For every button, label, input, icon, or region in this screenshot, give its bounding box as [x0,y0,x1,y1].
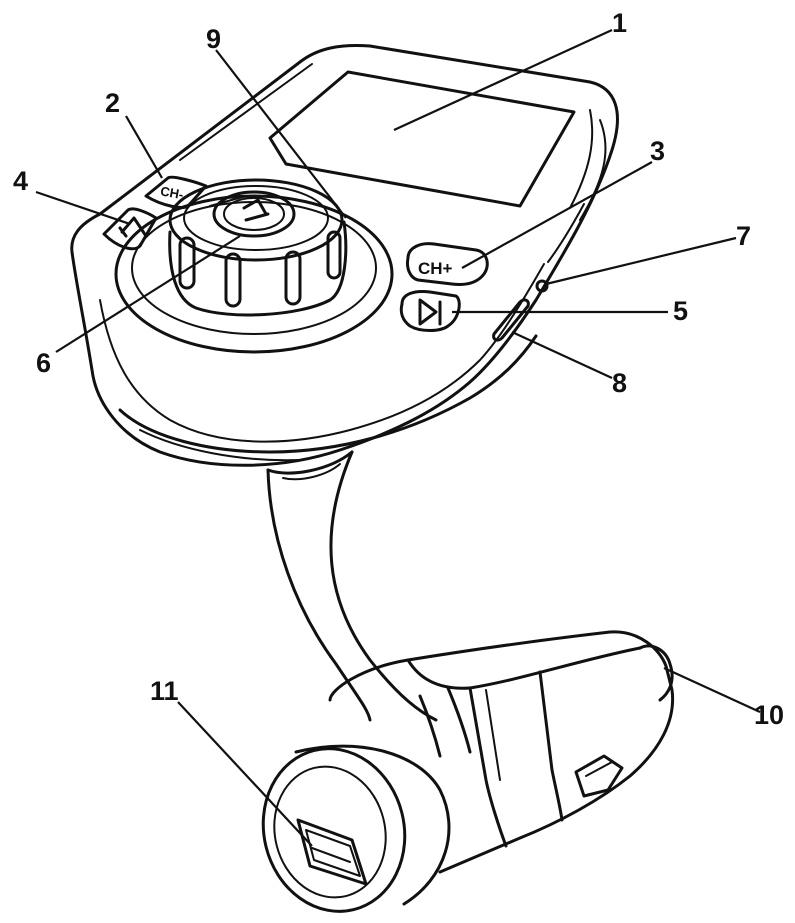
prev-button[interactable] [102,207,158,251]
callout-1: 1 [612,8,627,38]
play-pause-button[interactable] [399,290,461,332]
callout-8: 8 [612,368,627,398]
ch-plus-label: CH+ [418,259,453,278]
callout-numbers: 1 2 3 4 5 6 7 8 9 10 11 [13,8,784,730]
gooseneck [266,450,438,722]
tf-card-slot [492,298,530,342]
rotary-knob[interactable] [114,178,394,354]
callout-5: 5 [673,296,688,326]
ch-plus-button[interactable]: CH+ [406,242,489,286]
callout-7: 7 [736,221,751,251]
ch-minus-label: CH- [159,183,184,202]
callout-4: 4 [13,166,28,196]
charger-plug [261,630,675,913]
leader-lines [35,29,761,847]
callout-2: 2 [105,88,120,118]
callout-3: 3 [650,136,665,166]
microphone-hole [535,279,549,293]
callout-6: 6 [36,348,51,378]
display-screen [268,70,576,208]
callout-11: 11 [150,676,179,706]
head-unit [70,44,619,467]
callout-9: 9 [206,24,221,54]
callout-10: 10 [754,700,784,730]
